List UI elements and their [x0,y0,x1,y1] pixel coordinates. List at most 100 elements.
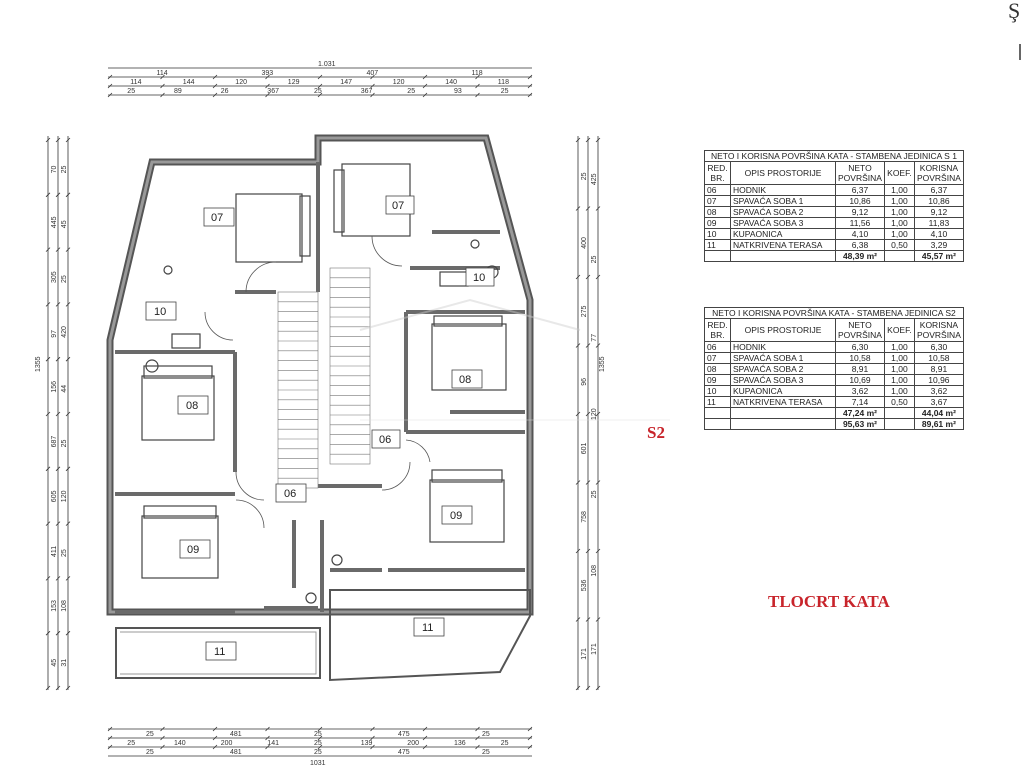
row-korisna: 4,10 [913,228,964,240]
dimension-value: 171 [581,648,588,660]
dimension-value: 481 [230,749,242,756]
row-neto: 9,12 [835,206,885,218]
row-neto: 11,56 [835,217,885,229]
dimension-value: 425 [591,173,598,185]
row-name: SPAVAĆA SOBA 3 [730,374,836,386]
table-title: NETO I KORISNA POVRŠINA KATA - STAMBENA … [704,150,964,162]
row-koef: 1,00 [883,385,915,397]
dimension-value: 420 [61,326,68,338]
dimension-value: 171 [591,643,598,655]
dimension-value: 25 [581,172,588,180]
dimension-value: 305 [51,271,58,283]
row-name: SPAVAĆA SOBA 1 [730,195,836,207]
dimension-value: 93 [454,88,462,95]
dimension-value: 118 [472,70,483,77]
dimension-value: 25 [146,731,154,738]
row-koef: 1,00 [883,341,915,353]
row-no: 06 [704,341,731,353]
room-label-07-right: 07 [392,200,404,212]
row-no: 10 [704,228,731,240]
row-korisna: 10,58 [913,352,964,364]
total-neto: 47,24 m² [835,407,885,419]
row-koef: 1,00 [883,374,915,386]
dimension-value: 25 [314,731,322,738]
room-label-10-left: 10 [154,306,166,318]
dimension-value: 97 [51,330,58,338]
row-neto: 8,91 [835,363,885,375]
room-label-09-left: 09 [187,544,199,556]
col-header-no: RED.BR. [704,318,731,342]
dimension-value: 25 [146,749,154,756]
dimension-value: 96 [581,378,588,386]
bottom-total-dim: 1031 [310,760,326,767]
dimension-value: 26 [221,88,229,95]
unit-label: S2 [647,423,665,442]
dimension-value: 25 [127,740,135,747]
table-title-row: NETO I KORISNA POVRŠINA KATA - STAMBENA … [704,150,964,162]
dimension-value: 400 [581,237,588,249]
dimension-value: 25 [314,88,322,95]
row-neto: 3,62 [835,385,885,397]
table-title: NETO I KORISNA POVRŠINA KATA - STAMBENA … [704,307,964,319]
row-korisna: 11,83 [913,217,964,229]
sheet-title: TLOCRT KATA [768,592,890,611]
dimension-value: 25 [591,256,598,264]
row-no: 08 [704,363,731,375]
row-no: 09 [704,374,731,386]
room-label-06-center: 06 [379,434,391,446]
dimension-value: 120 [393,79,405,86]
top-total-dim: 1.031 [318,61,336,68]
dimension-value: 25 [127,88,135,95]
row-korisna: 10,96 [913,374,964,386]
dimension-value: 25 [482,749,490,756]
interior-walls [115,162,525,614]
row-neto: 4,10 [835,228,885,240]
area-table-s2: NETO I KORISNA POVRŠINA KATA - STAMBENA … [704,307,964,430]
dimension-value: 25 [61,166,68,174]
door-swings [204,235,431,529]
staircase [277,267,371,489]
row-no: 10 [704,385,731,397]
row-name: SPAVAĆA SOBA 2 [730,363,836,375]
dimension-value: 758 [581,511,588,523]
total-neto: 48,39 m² [835,250,885,262]
row-korisna: 8,91 [913,363,964,375]
row-neto: 10,86 [835,195,885,207]
dimension-value: 89 [174,88,182,95]
row-no: 08 [704,206,731,218]
dimension-value: 275 [581,306,588,318]
dimension-value: 120 [235,79,247,86]
dimension-value: 25 [501,740,509,747]
terraces [115,589,531,682]
dimension-value: 25 [61,549,68,557]
dimension-value: 139 [361,740,373,747]
room-label-06-lower: 06 [284,488,296,500]
dimension-value: 25 [501,88,509,95]
dimension-value: 120 [591,408,598,420]
dimension-value: 25 [61,440,68,448]
dimension-value: 144 [183,79,195,86]
dimension-value: 156 [51,381,58,393]
grand-total-korisna: 89,61 m² [913,418,964,430]
row-name: NATKRIVENA TERASA [730,396,836,408]
dimension-value: 25 [482,731,490,738]
dimension-value: 601 [581,443,588,455]
dimension-value: 445 [51,216,58,228]
row-korisna: 6,30 [913,341,964,353]
room-labels: 07 07 10 10 08 08 06 06 09 09 11 11 [145,195,495,661]
row-koef: 1,00 [883,195,915,207]
dimension-value: 147 [340,79,352,86]
left-dimensions [45,136,71,691]
dimension-value: 77 [591,334,598,342]
row-no: 07 [704,195,731,207]
dimension-value: 475 [398,749,410,756]
